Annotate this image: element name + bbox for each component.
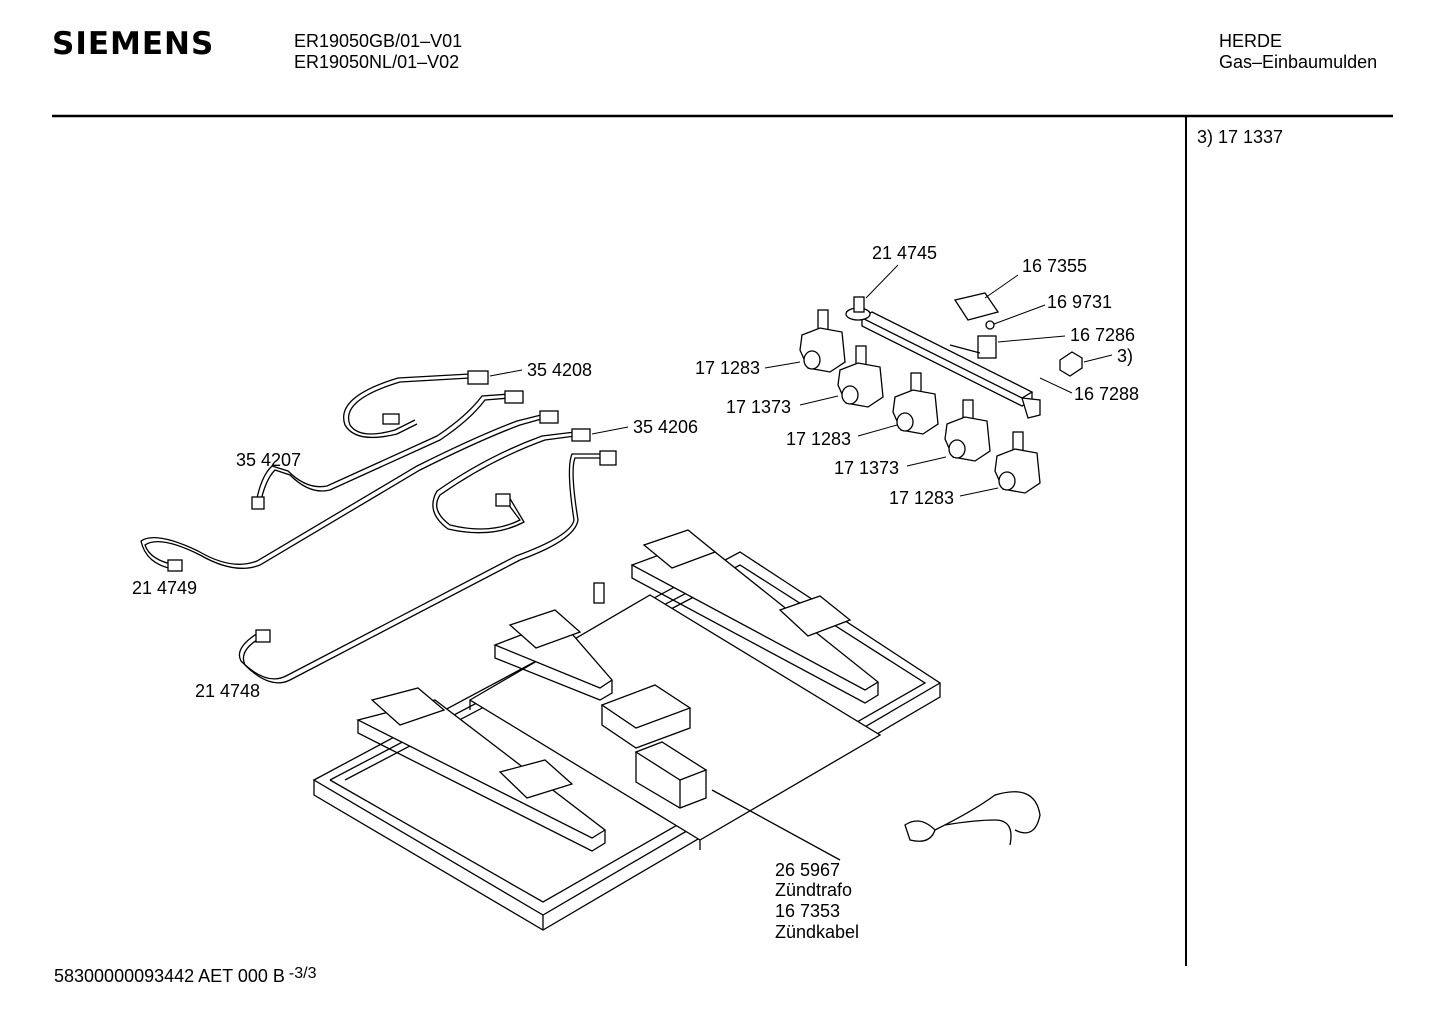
label-171283-a: 17 1283 — [695, 358, 761, 378]
nozzle-part — [1059, 351, 1083, 377]
pipe-fittings — [167, 370, 617, 643]
gas-taps — [799, 309, 1041, 494]
model-number-2: ER19050NL/01–V02 — [294, 52, 460, 72]
label-167353: 16 7353 — [775, 901, 841, 921]
label-354206: 35 4206 — [633, 417, 699, 437]
label-167286: 16 7286 — [1070, 325, 1136, 345]
footer-page: -3/3 — [288, 965, 317, 982]
label-171283-b: 17 1283 — [786, 429, 852, 449]
label-214749: 21 4749 — [132, 578, 198, 598]
label-214748: 21 4748 — [195, 681, 261, 701]
label-214745: 21 4745 — [872, 243, 938, 263]
label-zuendkabel: Zündkabel — [775, 922, 860, 942]
burner-rail-middle — [493, 609, 613, 701]
footer-code: 58300000093442 AET 000 B-3/3 — [54, 965, 317, 987]
side-note: 3) 17 1337 — [1197, 127, 1284, 147]
label-171373-a: 17 1373 — [726, 397, 792, 417]
label-footnote-3: 3) — [1117, 346, 1134, 366]
tray-connector — [593, 582, 605, 604]
leader-lines — [489, 264, 1113, 497]
label-265967: 26 5967 — [775, 860, 841, 880]
gas-manifold — [845, 292, 1041, 419]
subcategory-label: Gas–Einbaumulden — [1219, 52, 1378, 72]
label-354208: 35 4208 — [527, 360, 593, 380]
footer-doc-code: 58300000093442 AET 000 B — [54, 966, 285, 986]
ignition-transformer — [600, 684, 708, 809]
label-167355: 16 7355 — [1022, 256, 1088, 276]
label-171283-c: 17 1283 — [889, 488, 955, 508]
label-354207: 35 4207 — [236, 450, 302, 470]
model-number-1: ER19050GB/01–V01 — [294, 31, 463, 51]
power-cord — [904, 791, 1041, 846]
label-167288: 16 7288 — [1074, 384, 1140, 404]
burner-rail-rear — [630, 529, 880, 704]
burner-rail-front — [356, 687, 607, 852]
label-zuendtrafo: Zündtrafo — [775, 880, 853, 900]
gas-pipes — [140, 373, 605, 684]
category-label: HERDE — [1219, 31, 1283, 51]
siemens-logo: SIEMENS — [52, 26, 215, 62]
label-169731: 16 9731 — [1047, 292, 1113, 312]
leader-trafo — [711, 789, 841, 861]
label-171373-b: 17 1373 — [834, 458, 900, 478]
